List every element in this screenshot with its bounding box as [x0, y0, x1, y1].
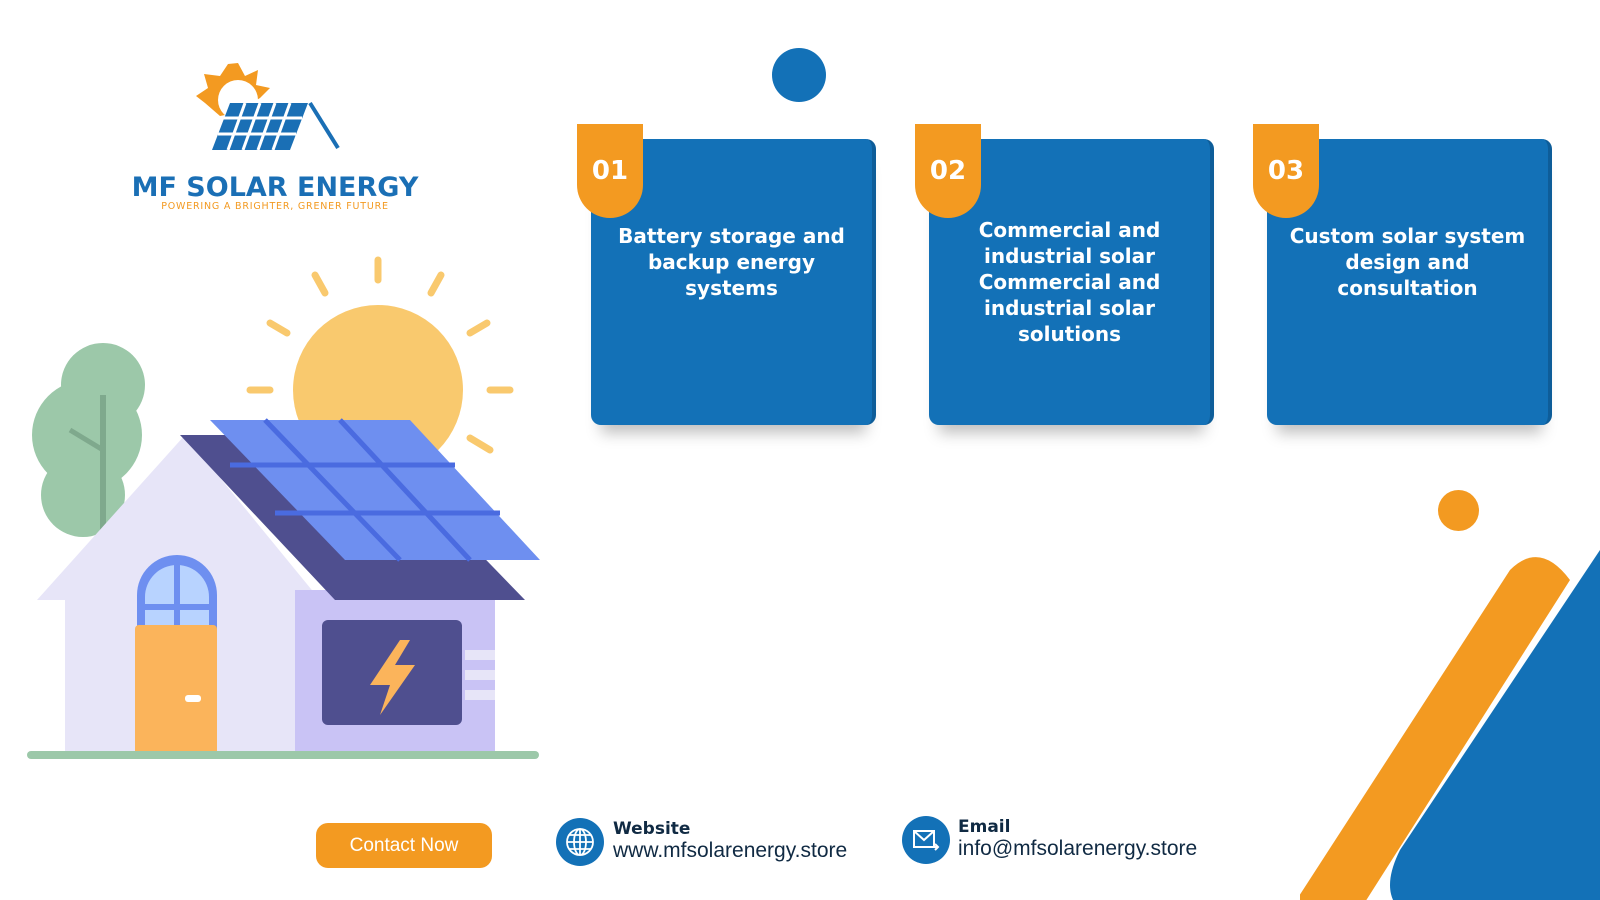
contact-now-button[interactable]: Contact Now [316, 823, 492, 868]
card-text: Commercial and industrial solar Commerci… [978, 218, 1161, 346]
card-text: Battery storage and backup energy system… [618, 224, 845, 300]
email-link[interactable]: info@mfsolarenergy.store [958, 837, 1198, 860]
decor-blue-circle [772, 48, 826, 102]
card-text: Custom solar system design and consultat… [1289, 224, 1526, 300]
solar-house-illustration [27, 256, 540, 759]
website-label: Website [613, 819, 691, 839]
email-icon [902, 816, 950, 864]
logo-icon [196, 63, 340, 151]
card-number-badge: 03 [1253, 124, 1319, 218]
card-number-badge: 01 [577, 124, 643, 218]
email-label: Email [958, 817, 1011, 837]
globe-icon [556, 818, 604, 866]
service-card-3: Custom solar system design and consultat… [1267, 139, 1552, 425]
website-link[interactable]: www.mfsolarenergy.store [613, 839, 848, 862]
brand-name: MF SOLAR ENERGY [131, 172, 419, 203]
brand-tagline: POWERING A BRIGHTER, GRENER FUTURE [161, 201, 389, 212]
decor-stripes [1300, 550, 1600, 900]
card-number-badge: 02 [915, 124, 981, 218]
decor-orange-circle [1438, 490, 1479, 531]
